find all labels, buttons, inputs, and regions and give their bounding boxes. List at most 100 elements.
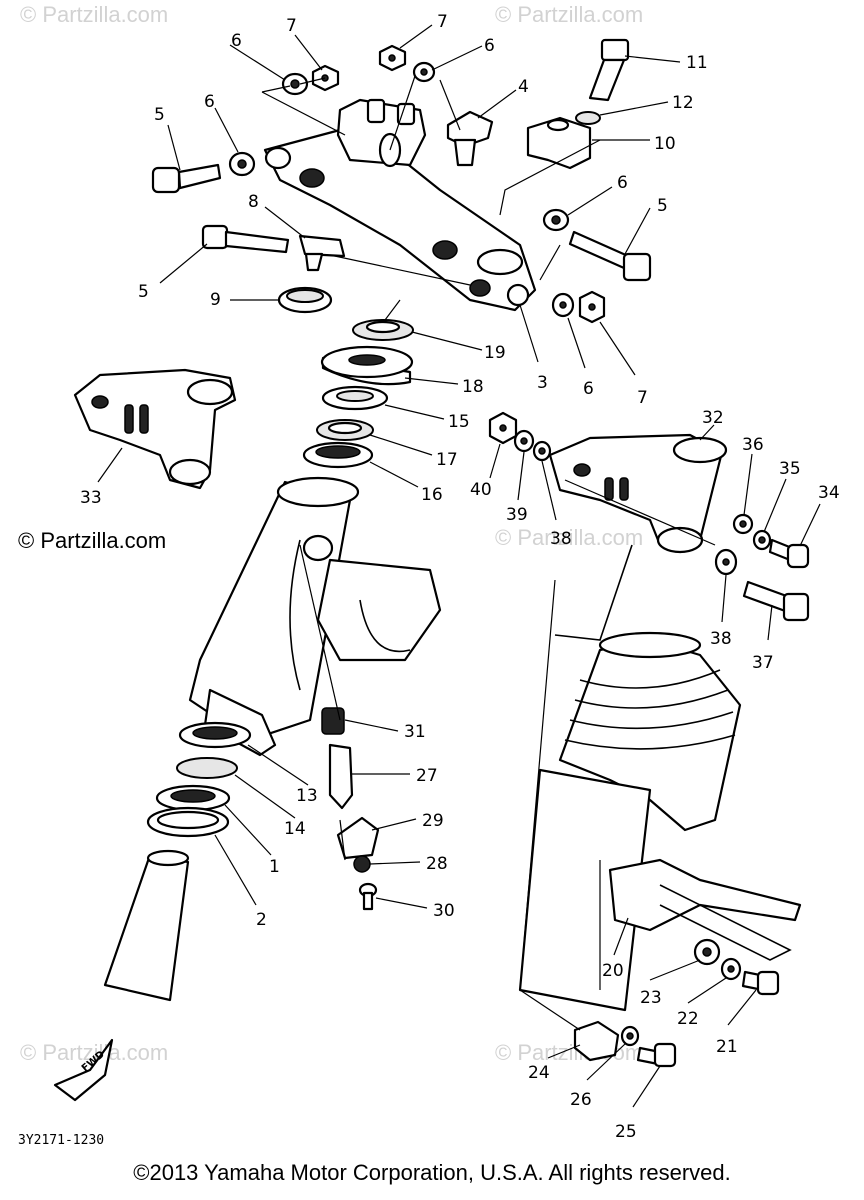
callout-label: 40 <box>470 480 492 500</box>
callout-label: 6 <box>231 31 242 51</box>
callout-label: 22 <box>677 1009 699 1029</box>
callout-label: 7 <box>637 388 648 408</box>
callout-label: 9 <box>210 290 221 310</box>
leader-lines <box>261 75 716 1031</box>
spring-31 <box>321 707 345 735</box>
callout-label: 37 <box>752 653 774 673</box>
bolt-11 <box>588 38 630 102</box>
callout-label: 33 <box>80 488 102 508</box>
callout-label: 28 <box>426 854 448 874</box>
washer-6-a <box>281 72 309 96</box>
washer-12 <box>575 111 601 125</box>
callouts: 6 7 7 6 11 4 12 10 5 6 6 5 8 5 9 3 6 7 <box>80 12 840 1142</box>
callout-label: 26 <box>570 1090 592 1110</box>
nut-7-top <box>378 44 407 72</box>
callout-label: 3 <box>537 373 548 393</box>
ball-bearing-14 <box>176 757 238 779</box>
washer-23 <box>693 938 721 966</box>
nut-40 <box>488 411 518 445</box>
callout-label: 6 <box>484 36 495 56</box>
watermark-text: © Partzilla.com <box>495 2 643 27</box>
holder-8 <box>298 234 346 272</box>
callout-label: 17 <box>436 450 458 470</box>
callout-label: 25 <box>615 1122 637 1142</box>
callout-label: 30 <box>433 901 455 921</box>
callout-label: 21 <box>716 1037 738 1057</box>
bolt-4 <box>446 110 494 167</box>
callout-label: 36 <box>742 435 764 455</box>
callout-label: 2 <box>256 910 267 930</box>
callout-label: 4 <box>518 77 529 97</box>
race-cover-15 <box>321 385 389 411</box>
seal-2 <box>146 806 230 838</box>
callout-label: 5 <box>154 105 165 125</box>
callout-label: 16 <box>421 485 443 505</box>
callout-label: 7 <box>286 16 297 36</box>
callout-label: 1 <box>269 857 280 877</box>
washer-6-d <box>542 208 570 232</box>
bolt-25 <box>636 1042 677 1068</box>
race-16 <box>302 441 374 469</box>
fork-boot <box>558 631 742 832</box>
bolt-34 <box>768 538 810 569</box>
callout-label: 29 <box>422 811 444 831</box>
bolt-21 <box>741 970 780 996</box>
callout-label: 23 <box>640 988 662 1008</box>
callout-label: 27 <box>416 766 438 786</box>
frame-head-pipe <box>188 476 442 757</box>
callout-label: 20 <box>602 961 624 981</box>
clamp-24 <box>573 1020 620 1062</box>
bolt-37 <box>742 580 810 622</box>
bolt-5-a <box>151 163 222 194</box>
ball-bearing-17 <box>316 419 374 441</box>
callout-label: 6 <box>204 92 215 112</box>
callout-label: 14 <box>284 819 306 839</box>
callout-label: 32 <box>702 408 724 428</box>
watermark-main: © Partzilla.com <box>18 528 166 553</box>
callout-label: 13 <box>296 786 318 806</box>
watermark-layer: © Partzilla.com © Partzilla.com © Partzi… <box>18 2 643 1065</box>
upper-bracket <box>263 98 537 312</box>
callout-label: 31 <box>404 722 426 742</box>
bolt-5-b <box>201 224 290 254</box>
nut-28 <box>353 855 371 873</box>
callout-label: 38 <box>550 529 572 549</box>
washer-6-e <box>551 292 575 318</box>
fender-stay-20 <box>608 858 802 961</box>
callout-label: 15 <box>448 412 470 432</box>
headlight-bracket-32 <box>548 433 728 641</box>
nut-7-left <box>311 64 340 92</box>
watermark-text: © Partzilla.com <box>495 1040 643 1065</box>
washer-38-b <box>714 548 738 576</box>
race-1 <box>155 784 231 812</box>
damper-9 <box>277 286 333 314</box>
callout-label: 8 <box>248 192 259 212</box>
nut-7-right <box>578 290 606 324</box>
race-13 <box>178 721 252 749</box>
handlebar-clamp <box>526 116 592 170</box>
screw-30 <box>358 882 378 911</box>
washer-6-c <box>228 151 256 177</box>
callout-label: 39 <box>506 505 528 525</box>
callout-label: 35 <box>779 459 801 479</box>
washer-38-a <box>532 440 552 462</box>
callout-label: 19 <box>484 343 506 363</box>
callout-label: 38 <box>710 629 732 649</box>
watermark-text: © Partzilla.com <box>495 525 643 550</box>
callout-label: 5 <box>138 282 149 302</box>
copyright-notice: ©2013 Yamaha Motor Corporation, U.S.A. A… <box>133 1160 731 1185</box>
washer-6-b <box>412 61 436 83</box>
headlight-bracket-33 <box>73 368 237 490</box>
callout-label: 6 <box>617 173 628 193</box>
ring-18 <box>320 345 414 386</box>
watermark-text: © Partzilla.com <box>20 2 168 27</box>
callout-label: 18 <box>462 377 484 397</box>
callout-label: 5 <box>657 196 668 216</box>
callout-label: 12 <box>672 93 694 113</box>
watermark-text: © Partzilla.com <box>20 1040 168 1065</box>
washer-26 <box>620 1025 640 1047</box>
washer-39 <box>513 429 535 453</box>
callout-label: 24 <box>528 1063 550 1083</box>
callout-label: 6 <box>583 379 594 399</box>
